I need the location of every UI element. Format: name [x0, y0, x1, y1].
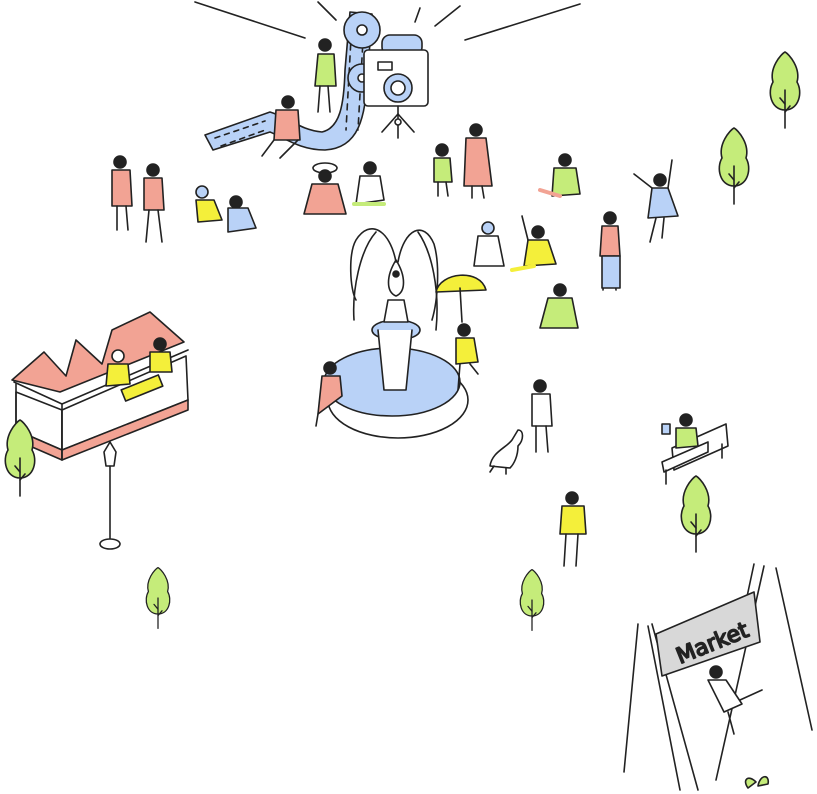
person-icon — [539, 283, 579, 329]
person-icon — [559, 491, 587, 567]
film-projector-icon — [363, 34, 429, 139]
tree-icon — [4, 419, 36, 497]
person-icon — [531, 379, 553, 453]
person-icon — [633, 159, 679, 243]
person-icon — [352, 161, 386, 206]
bench-icon — [661, 423, 729, 485]
dog-icon — [489, 429, 524, 475]
person-icon — [463, 123, 493, 199]
fountain-icon — [323, 228, 469, 439]
person-icon — [510, 215, 557, 272]
umbrella-icon — [435, 274, 487, 323]
tree-icon — [519, 568, 545, 632]
person-icon — [303, 162, 347, 215]
person-icon — [433, 143, 453, 197]
person-icon — [599, 211, 621, 291]
market-stall-icon — [11, 311, 189, 461]
tree-icon — [145, 566, 171, 630]
person-icon — [143, 163, 165, 243]
film-projector-group — [194, 1, 581, 159]
person-icon — [111, 155, 133, 231]
person-icon — [707, 665, 763, 735]
person-icon — [261, 95, 301, 159]
person-icon — [195, 185, 223, 223]
people-left-group — [111, 155, 386, 243]
person-icon — [538, 153, 581, 198]
people-right-group — [433, 123, 679, 329]
tree-icon — [718, 127, 750, 205]
person-icon — [455, 323, 479, 391]
person-icon — [661, 413, 699, 449]
tree-icon — [744, 775, 770, 789]
tree-icon — [769, 51, 801, 129]
tree-icon — [680, 475, 712, 553]
person-icon — [227, 195, 257, 233]
person-icon — [315, 361, 343, 427]
person-icon — [314, 38, 337, 113]
person-icon — [473, 221, 505, 267]
street-lamp-icon — [99, 441, 121, 550]
